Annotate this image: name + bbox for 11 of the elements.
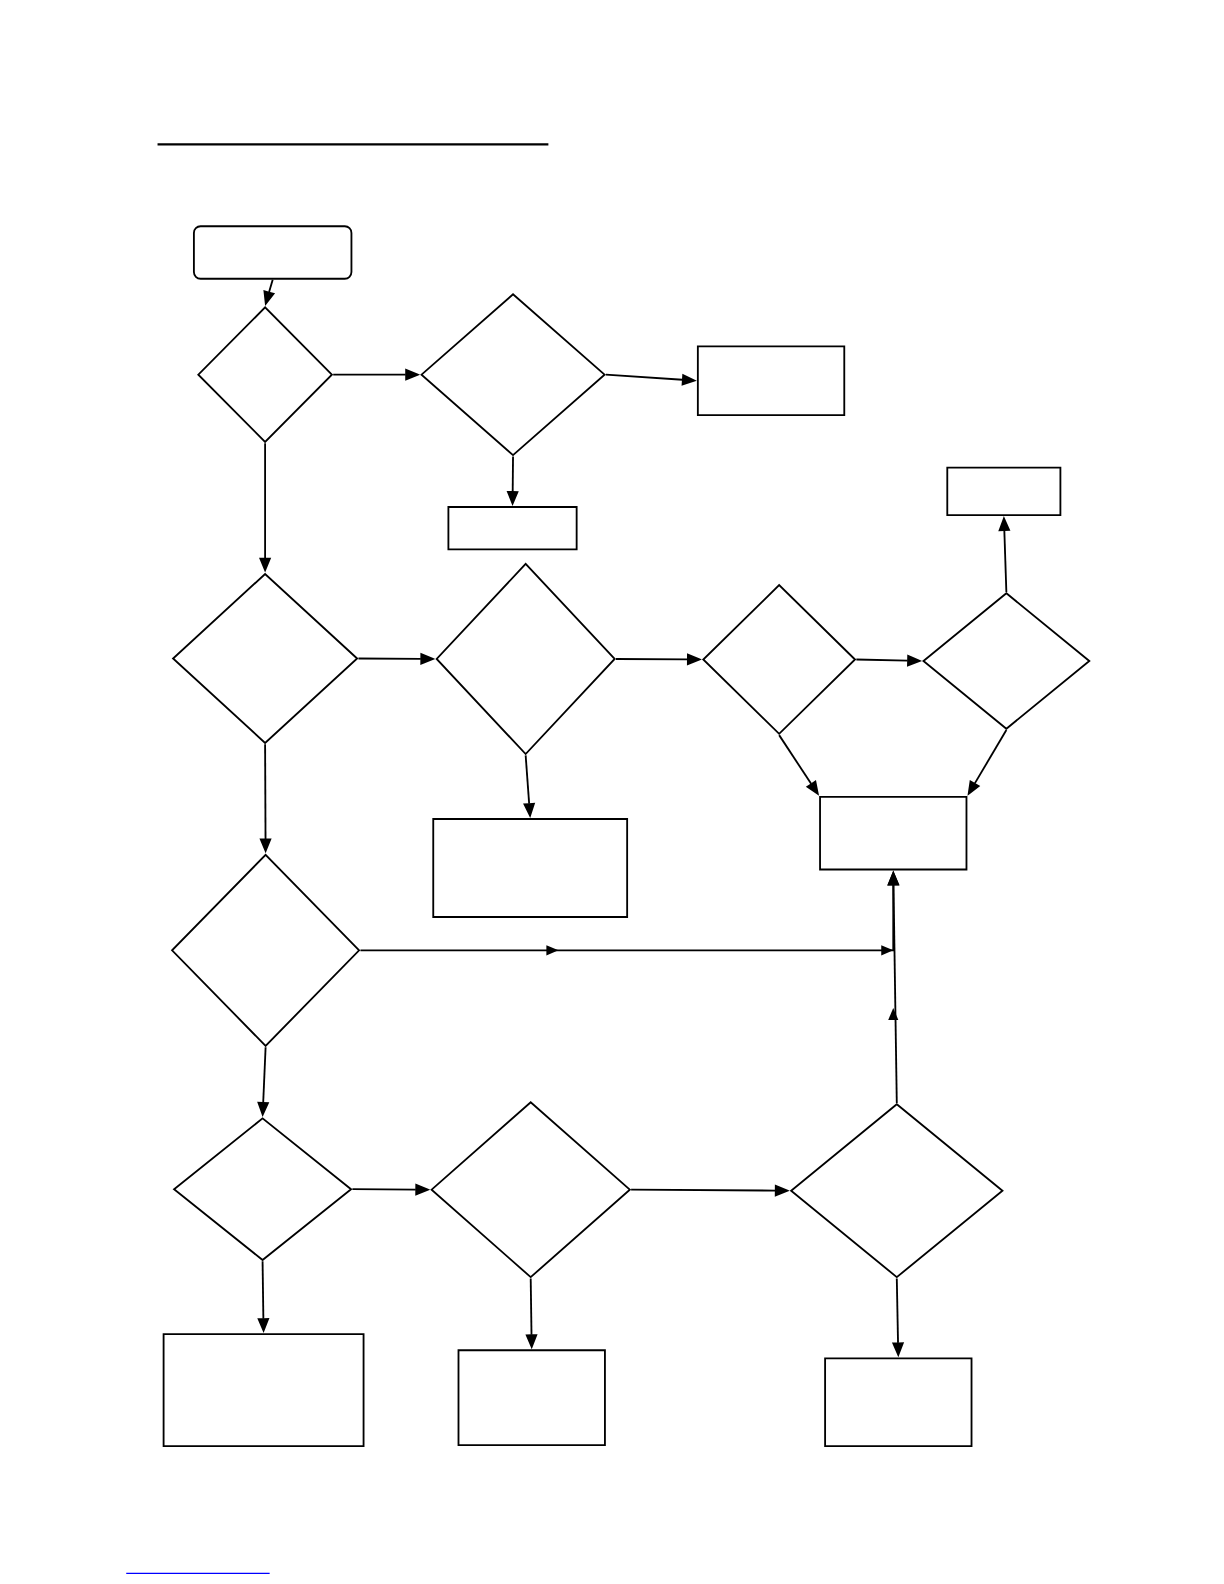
process-box xyxy=(946,466,1062,516)
process-box xyxy=(819,795,968,871)
decision-diamond xyxy=(789,1103,1004,1279)
process-box xyxy=(447,506,578,551)
decision-diamond xyxy=(922,592,1091,730)
process-box xyxy=(457,1349,606,1447)
process-box xyxy=(824,1357,973,1448)
start-box xyxy=(193,225,353,280)
process-box xyxy=(432,818,629,918)
process-box xyxy=(696,345,846,416)
process-box xyxy=(162,1333,365,1448)
